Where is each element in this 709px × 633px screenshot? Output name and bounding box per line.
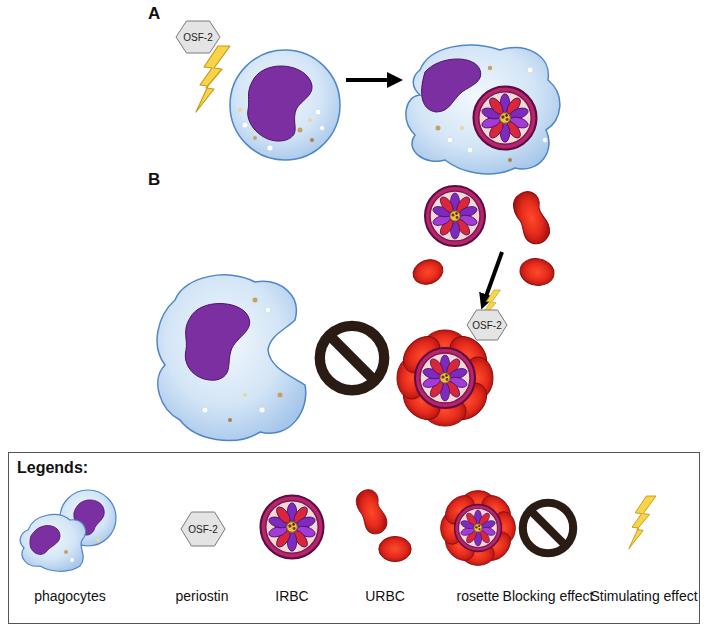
rosette-cluster — [396, 329, 494, 427]
hexagon-shape — [467, 310, 507, 340]
urbc-icon — [354, 487, 390, 537]
legend-label: periostin — [122, 588, 282, 604]
engulfed-irbc — [474, 87, 537, 150]
phagocyte — [259, 407, 265, 413]
urbc-cell — [518, 256, 556, 288]
phagocyte — [228, 418, 232, 422]
activated-phagocyte — [406, 45, 560, 174]
panel-label: A — [148, 4, 160, 24]
activated-phagocyte — [406, 45, 560, 174]
hexagon-shape — [181, 512, 225, 546]
resting-phagocyte — [230, 50, 340, 160]
hexagon-shape — [176, 21, 220, 53]
phagocyte-icon — [30, 526, 60, 555]
phagocyte-icon — [64, 550, 68, 554]
irbc-icon — [261, 496, 324, 559]
activated-phagocyte — [488, 66, 492, 70]
activated-phagocyte — [436, 126, 441, 131]
stimulating-icon — [629, 496, 656, 549]
irbc-cell — [425, 186, 485, 246]
hexagon-label: OSF-2 — [183, 32, 212, 43]
resting-phagocyte — [308, 118, 312, 122]
phagocyte-icon — [96, 538, 100, 542]
phagocyte — [157, 275, 306, 441]
panel-a-art — [196, 45, 560, 174]
phagocyte-icon — [20, 515, 85, 572]
legend-icons — [20, 487, 656, 571]
resting-phagocyte — [320, 126, 325, 131]
phagocyte-icon — [70, 558, 74, 562]
activated-phagocyte — [422, 59, 481, 112]
phagocyte — [202, 407, 208, 413]
activated-phagocyte — [543, 138, 548, 143]
legend-label: IRBC — [212, 588, 372, 604]
activated-phagocyte — [447, 137, 453, 143]
hexagon-label: OSF-2 — [188, 524, 217, 535]
panel-label: B — [148, 170, 160, 190]
periostin-hexagon: OSF-2 — [175, 20, 221, 54]
phagocyte — [253, 298, 258, 303]
urbc-cell — [410, 256, 447, 289]
resting-phagocyte — [298, 128, 303, 133]
phagocyte-icon — [20, 490, 116, 571]
legend-label: URBC — [305, 588, 465, 604]
panel-b-art — [157, 186, 556, 441]
stimulating-bolt — [196, 46, 230, 112]
phagocyte — [278, 393, 283, 398]
urbc-cell — [510, 188, 552, 247]
resting-phagocyte — [315, 109, 321, 115]
legend-label: Stimulating effect — [564, 588, 709, 604]
resting-phagocyte — [248, 66, 312, 141]
blocking-icon — [523, 503, 573, 553]
resting-phagocyte — [238, 108, 242, 112]
legend-label: phagocytes — [0, 588, 150, 604]
resting-phagocyte — [253, 136, 257, 140]
blocking-symbol — [320, 326, 384, 390]
resting-phagocyte — [267, 145, 273, 151]
phagocyte — [157, 275, 306, 441]
resting-phagocyte — [310, 138, 314, 142]
activated-phagocyte — [467, 147, 473, 153]
phagocyte — [265, 307, 271, 313]
resting-phagocyte — [242, 122, 248, 128]
activated-phagocyte — [460, 126, 464, 130]
activated-phagocyte — [508, 158, 512, 162]
urbc-icon — [379, 536, 411, 561]
hexagon-label: OSF-2 — [472, 320, 501, 331]
phagocyte — [243, 393, 247, 397]
phagocyte — [185, 304, 249, 381]
resting-phagocyte — [230, 50, 340, 160]
process-arrow — [346, 78, 395, 82]
periostin-hexagon: OSF-2 — [180, 511, 226, 547]
legend-heading: Legends: — [17, 459, 88, 477]
periostin-hexagon: OSF-2 — [466, 309, 508, 341]
rosette-icon — [440, 490, 516, 566]
activated-phagocyte — [527, 67, 533, 73]
